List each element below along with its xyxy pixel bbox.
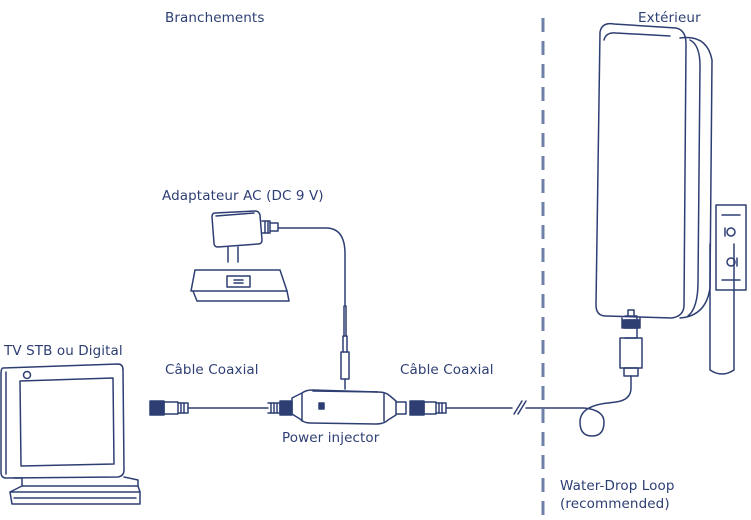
loop-label-line2: (recommended): [560, 496, 670, 512]
cable-break-mark: [513, 400, 527, 415]
coax-cable-outdoor: [525, 375, 632, 437]
antenna-f-connector: [619, 309, 643, 377]
ac-adapter-label: Adaptateur AC (DC 9 V): [162, 188, 324, 204]
coax-right-label: Câble Coaxial: [400, 362, 494, 378]
injector-label: Power injector: [282, 430, 380, 446]
outdoor-antenna-icon: [595, 22, 747, 375]
coax-left-label: Câble Coaxial: [165, 362, 259, 378]
loop-label-line1: Water-Drop Loop: [560, 478, 675, 494]
wall-outlet-icon: [190, 269, 290, 302]
outdoor-label: Extérieur: [638, 10, 701, 26]
dc-plug: [340, 305, 350, 390]
tv-label: TV STB ou Digital: [4, 343, 123, 359]
dc-cable: [277, 227, 346, 307]
injector-left-plug: [267, 400, 293, 416]
ac-adapter-icon: [211, 210, 279, 263]
section-title: Branchements: [165, 10, 265, 26]
coax-connector-icon-right: [409, 400, 447, 416]
tv-monitor-icon: [0, 363, 141, 505]
power-injector-icon: [291, 389, 407, 425]
coax-connector-icon: [149, 400, 189, 416]
